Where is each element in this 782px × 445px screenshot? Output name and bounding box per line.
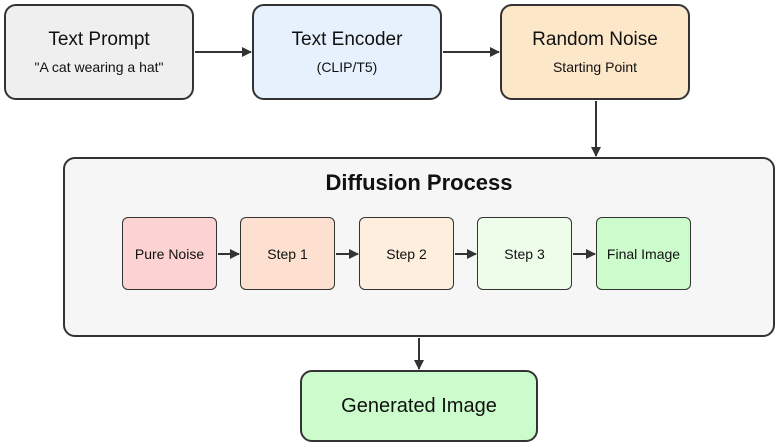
- step-1: Step 1: [240, 217, 335, 290]
- text-prompt-title: Text Prompt: [48, 29, 150, 50]
- generated-image-box: Generated Image: [300, 370, 538, 442]
- step-3: Step 3: [477, 217, 572, 290]
- random-noise-subtitle: Starting Point: [552, 59, 638, 75]
- step-2: Step 2: [359, 217, 454, 290]
- random-noise-title: Random Noise: [532, 29, 658, 50]
- step-pure-noise: Pure Noise: [122, 217, 217, 290]
- generated-image-title: Generated Image: [341, 395, 497, 417]
- text-encoder-title: Text Encoder: [291, 29, 403, 50]
- step-final-image: Final Image: [596, 217, 691, 290]
- text-prompt-subtitle: "A cat wearing a hat": [34, 59, 164, 75]
- text-encoder-subtitle: (CLIP/T5): [316, 59, 378, 75]
- random-noise-box: Random Noise Starting Point: [500, 4, 690, 100]
- text-encoder-box: Text Encoder (CLIP/T5): [252, 4, 442, 100]
- text-prompt-box: Text Prompt "A cat wearing a hat": [4, 4, 194, 100]
- diffusion-process-title: Diffusion Process: [325, 170, 513, 195]
